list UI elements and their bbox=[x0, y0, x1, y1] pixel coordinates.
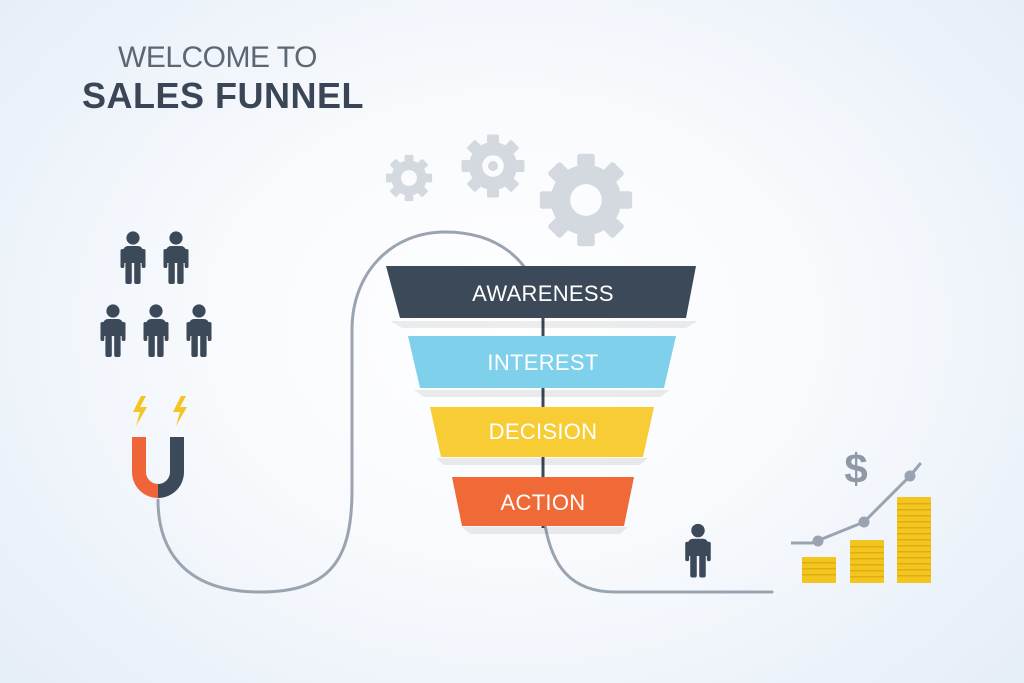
person-icon bbox=[163, 231, 189, 284]
funnel-stage-action: ACTION bbox=[452, 477, 634, 526]
stage-label-decision: DECISION bbox=[489, 419, 598, 444]
gear-icon bbox=[539, 153, 633, 247]
stage-label-awareness: AWARENESS bbox=[472, 281, 614, 306]
title-block: WELCOME TO SALES FUNNEL bbox=[82, 40, 402, 116]
title-line-sales-funnel: SALES FUNNEL bbox=[82, 75, 365, 116]
funnel-exit-path-line bbox=[543, 523, 774, 594]
person-icon bbox=[186, 304, 212, 357]
coin-stack-2 bbox=[850, 540, 884, 583]
stage-label-action: ACTION bbox=[501, 490, 586, 515]
dollar-sign-icon: $ bbox=[844, 445, 867, 492]
trend-point bbox=[904, 470, 916, 482]
journey-path-line bbox=[156, 230, 542, 594]
lightning-icon bbox=[133, 396, 187, 426]
person-icon bbox=[100, 304, 126, 357]
gear-icon bbox=[385, 154, 433, 202]
funnel-stage-interest: INTEREST bbox=[408, 336, 676, 388]
person-icon bbox=[120, 231, 146, 284]
coin-stack-1 bbox=[802, 557, 836, 583]
title-line-welcome: WELCOME TO bbox=[118, 41, 317, 74]
trend-point bbox=[858, 516, 870, 528]
magnet-icon bbox=[132, 437, 184, 498]
coin-stack-3 bbox=[897, 497, 931, 583]
funnel-shadows bbox=[390, 321, 698, 534]
customer-person-icon bbox=[685, 523, 711, 578]
person-icon bbox=[143, 304, 169, 357]
growth-trend-line bbox=[810, 462, 922, 545]
funnel-stage-decision: DECISION bbox=[430, 407, 654, 457]
gear-hub bbox=[488, 161, 498, 171]
funnel-stage-awareness: AWARENESS bbox=[386, 266, 696, 318]
revenue-chart: $ bbox=[791, 445, 931, 583]
stage-label-interest: INTEREST bbox=[487, 350, 598, 375]
trend-point bbox=[812, 535, 824, 547]
prospect-group bbox=[100, 231, 212, 357]
